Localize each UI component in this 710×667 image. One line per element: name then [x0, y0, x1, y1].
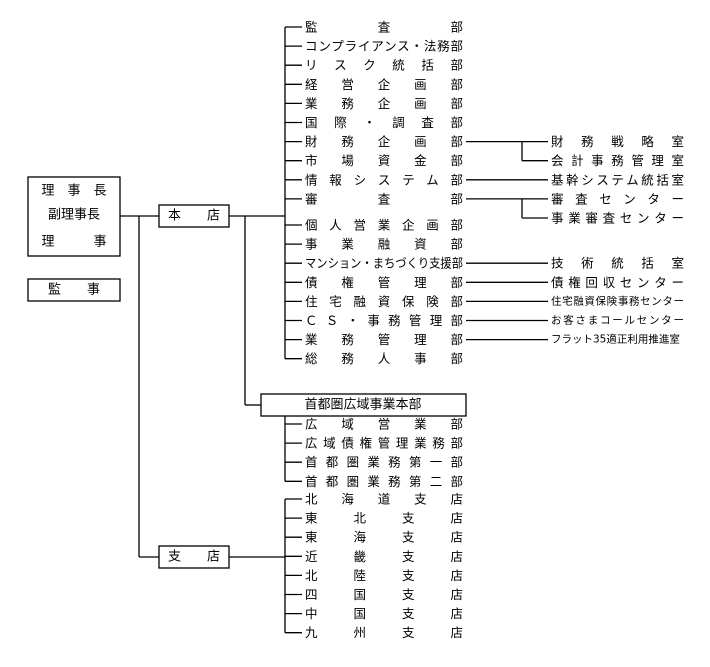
department-label: 国際・調査部 [305, 115, 463, 130]
head-office-label: 本 店 [168, 209, 220, 224]
sub-unit-label: 事業審査センター [551, 211, 684, 226]
department-label: コンプライアンス・法務部 [305, 39, 463, 54]
metro-department-label: 首都圏業務第一部 [305, 455, 463, 470]
branch-label: 東海支店 [305, 530, 463, 545]
department-label: リスク統括部 [305, 58, 463, 73]
sub-unit-label: 債権回収センター [551, 275, 684, 290]
sub-unit-label: 会計事務管理室 [551, 153, 684, 168]
connector-lines [120, 26, 548, 634]
department-label: ＣＳ・事務管理部 [305, 313, 463, 328]
department-label: マンション・まちづくり支援部 [305, 256, 463, 271]
branch-label: 東北支店 [305, 511, 463, 526]
department-label: 業務管理部 [305, 332, 463, 347]
department-label: 市場資金部 [305, 153, 463, 168]
metro-department-label: 首都圏業務第二部 [305, 474, 463, 489]
department-label: 住宅融資保険部 [305, 294, 463, 309]
head-office-box [158, 204, 230, 228]
sub-unit-label: お客さまコールセンター [551, 314, 684, 327]
department-label: 総務人事部 [305, 351, 463, 366]
unit-labels: 監 査 部コンプライアンス・法務部リスク統括部経営企画部業務企画部国際・調査部財… [305, 20, 684, 641]
metro-department-label: 広域債権管理業務部 [305, 436, 463, 451]
metro-department-label: 広域営業部 [305, 417, 463, 432]
department-label: 情報システム部 [305, 172, 463, 187]
department-label: 経営企画部 [305, 77, 463, 92]
branch-label: 北陸支店 [305, 568, 463, 583]
executive-chairman: 理 事 長 [41, 184, 106, 199]
sub-unit-label: 住宅融資保険事務センター [551, 294, 684, 307]
sub-unit-label: 財務戦略室 [551, 134, 684, 149]
department-label: 財務企画部 [305, 134, 463, 149]
metro-division-label: 首都圏広域事業本部 [304, 397, 421, 413]
executive-director: 理 事 [41, 235, 106, 250]
department-label: 個人営業企画部 [305, 218, 463, 233]
branch-label: 近畿支店 [305, 549, 463, 564]
branches-box [158, 545, 230, 569]
department-label: 債権管理部 [305, 275, 463, 290]
branches-label: 支 店 [168, 550, 220, 565]
sub-unit-label: 審査センター [551, 191, 684, 206]
department-label: 業務企画部 [305, 96, 463, 111]
branch-label: 四国支店 [305, 587, 463, 602]
auditor-box [27, 278, 121, 302]
branch-label: 北海道支店 [305, 492, 463, 507]
executive-vice-chairman: 副理事長 [48, 208, 100, 223]
executives-box [27, 176, 121, 257]
metro-division-box [260, 393, 467, 417]
branch-label: 九州支店 [305, 625, 463, 640]
branch-label: 中国支店 [305, 606, 463, 621]
sub-unit-label: フラット35適正利用推進室 [551, 333, 680, 346]
sub-unit-label: 基幹システム統括室 [551, 172, 684, 187]
department-label: 審 査 部 [305, 191, 463, 206]
auditor-label: 監 事 [48, 282, 100, 298]
department-label: 事業融資部 [305, 237, 463, 252]
sub-unit-label: 技術統括室 [551, 256, 684, 271]
department-label: 監 査 部 [305, 20, 463, 35]
